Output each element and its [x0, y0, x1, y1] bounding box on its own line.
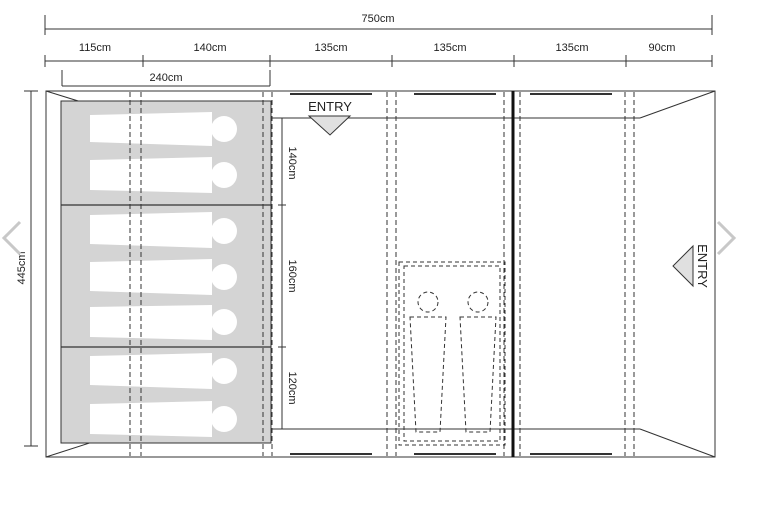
overall-depth-dimension: 445cm — [16, 90, 38, 447]
segment-dimensions: 115cm 140cm 135cm 135cm 135cm 90cm — [44, 42, 713, 67]
sleeper-outline — [409, 291, 447, 433]
sleeper — [90, 212, 237, 248]
entry-front-arrow-icon — [307, 115, 352, 136]
segment-label: 115cm — [79, 42, 111, 54]
next-image-button[interactable] — [712, 218, 738, 258]
bedroom-sleepers — [90, 112, 237, 437]
chevron-left-icon — [1, 220, 22, 256]
segment-label: 135cm — [433, 42, 466, 54]
living-sleeping-zone — [398, 261, 506, 446]
pod-depth-label: 160cm — [286, 259, 298, 292]
sleeper — [90, 401, 237, 437]
bedroom-width-dimension: 240cm — [61, 70, 271, 87]
pod-depth-dimensions: 140cm 160cm 120cm — [278, 117, 298, 430]
entry-front: ENTRY — [307, 99, 352, 136]
pod-depth-label: 140cm — [286, 146, 298, 179]
overall-width-dimension: 750cm — [44, 13, 713, 35]
sleeper — [90, 157, 237, 193]
sleeper — [90, 259, 237, 295]
sleeper-outline — [459, 291, 497, 433]
sleeper — [90, 353, 237, 389]
sleeper — [90, 305, 237, 340]
overall-width-label: 750cm — [361, 13, 394, 25]
segment-label: 90cm — [649, 42, 676, 54]
entry-front-label: ENTRY — [308, 99, 352, 114]
segment-label: 135cm — [314, 42, 347, 54]
entry-side-arrow-icon — [672, 244, 694, 288]
entry-side: ENTRY — [672, 244, 710, 288]
chevron-right-icon — [716, 220, 737, 256]
previous-image-button[interactable] — [0, 218, 26, 258]
segment-label: 135cm — [555, 42, 588, 54]
bedroom-width-label: 240cm — [149, 72, 182, 84]
overall-depth-label: 445cm — [16, 251, 28, 284]
sleeper — [90, 112, 237, 146]
pod-depth-label: 120cm — [286, 371, 298, 404]
poles — [129, 92, 635, 456]
segment-label: 140cm — [193, 42, 226, 54]
entry-side-label: ENTRY — [695, 244, 710, 288]
